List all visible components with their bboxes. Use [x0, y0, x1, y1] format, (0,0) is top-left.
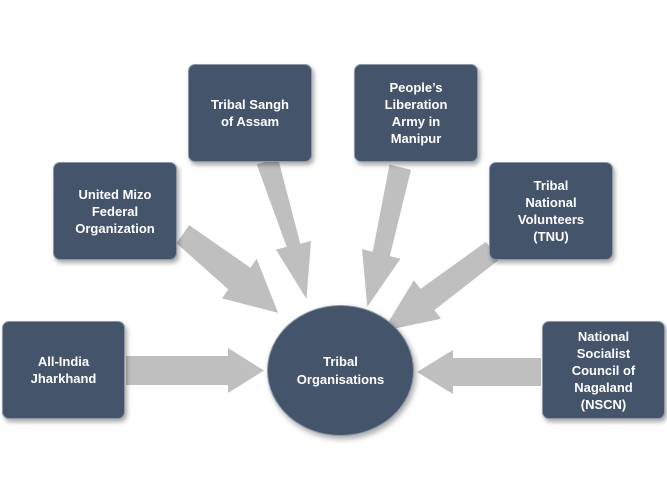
- arrow-plam: [362, 164, 411, 307]
- arrow-tribal-sangh: [256, 158, 311, 299]
- node-label: Tribal Sangh of Assam: [210, 97, 289, 129]
- arrow-nscn: [417, 350, 541, 394]
- center-node-tribal-organisations: Tribal Organisations: [267, 305, 414, 436]
- node-label: All-India Jharkhand: [30, 354, 97, 386]
- node-all-india-jharkhand: All-India Jharkhand: [2, 321, 125, 419]
- node-united-mizo-federal-organization: United Mizo Federal Organization: [53, 162, 177, 260]
- arrow-all-india: [126, 348, 264, 393]
- arrow-united-mizo: [176, 225, 279, 313]
- node-tribal-sangh-of-assam: Tribal Sangh of Assam: [188, 64, 312, 162]
- arrow-tnu: [383, 241, 500, 331]
- node-label: Tribal National Volunteers (TNU): [517, 178, 585, 244]
- node-label: United Mizo Federal Organization: [75, 186, 155, 236]
- node-label: People’s Liberation Army in Manipur: [384, 80, 448, 146]
- node-national-socialist-council-of-nagaland: National Socialist Council of Nagaland (…: [542, 321, 665, 419]
- node-peoples-liberation-army-in-manipur: People’s Liberation Army in Manipur: [354, 64, 478, 162]
- center-label: Tribal Organisations: [296, 353, 385, 387]
- node-tribal-national-volunteers: Tribal National Volunteers (TNU): [489, 162, 613, 260]
- node-label: National Socialist Council of Nagaland (…: [571, 328, 636, 412]
